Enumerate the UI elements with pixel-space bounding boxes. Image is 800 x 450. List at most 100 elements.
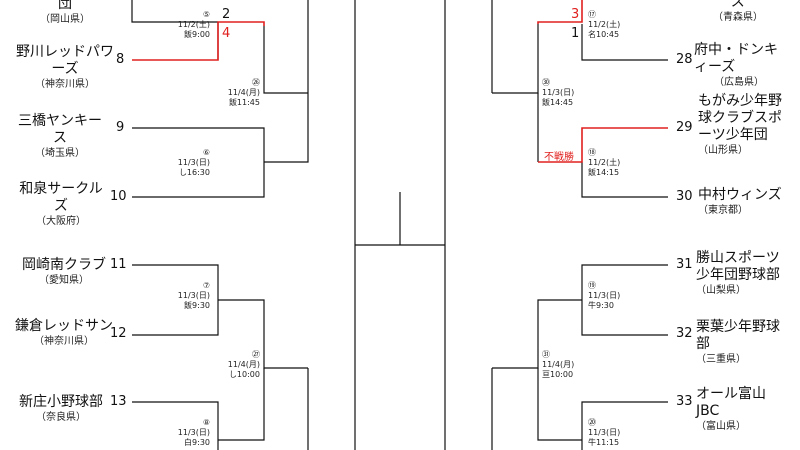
team-number: 32 (676, 326, 693, 341)
match-time: 亘10:00 (542, 370, 574, 379)
match-18-info: ⑱ 11/2(土) 飯14:15 (588, 148, 648, 178)
match-time: 名10:45 (588, 30, 620, 39)
match-number: ⑰ (588, 10, 596, 19)
match-number: ㉖ (252, 78, 260, 87)
match-number: ⑱ (588, 148, 596, 157)
line-m6-bottom (132, 162, 265, 198)
team-pref: （山梨県） (696, 285, 746, 296)
team-name: オール富山JBC (696, 386, 766, 419)
team-number: 29 (676, 120, 693, 135)
team-12: 鎌倉レッドサン （神奈川県） (14, 318, 114, 349)
team-name: 中村ウィンズ (698, 187, 782, 203)
match-17-info: ⑰ 11/2(土) 名10:45 (588, 10, 648, 40)
team-7: 団 （岡山県） (20, 0, 110, 27)
match-time: 飯9:00 (184, 30, 210, 39)
team-pref: （山形県） (698, 145, 748, 156)
team-27: ズ （青森県） (690, 0, 786, 25)
match-number: ⑦ (202, 281, 210, 290)
team-name: 勝山スポーツ少年団野球部 (696, 250, 780, 283)
match-31-info: ㉛ 11/4(月) 亘10:00 (542, 350, 602, 380)
match-27-info: ㉗ 11/4(月) し10:00 (206, 350, 260, 380)
team-9: 三橋ヤンキース （埼玉県） (14, 113, 106, 161)
team-name: 野川レッドパワーズ (16, 44, 114, 77)
team-pref: （神奈川県） (34, 336, 94, 347)
line-m26-vert (264, 0, 309, 163)
team-32: 栗葉少年野球部 （三重県） (696, 319, 786, 367)
m18-walkover-note: 不戦勝 (544, 152, 574, 163)
team-pref: （神奈川県） (35, 79, 95, 90)
match-7-info: ⑦ 11/3(日) 飯9:30 (160, 281, 210, 311)
match-19-info: ⑲ 11/3(日) 牛9:30 (588, 281, 648, 311)
team-33: オール富山JBC （富山県） (696, 386, 782, 434)
line-m5-top (131, 0, 218, 23)
line-m19-out (492, 299, 582, 369)
team-10: 和泉サークルズ （大阪府） (14, 181, 108, 229)
match-date: 11/3(日) (588, 428, 621, 437)
team-pref: （奈良県） (36, 412, 86, 423)
match-number: ㉛ (542, 350, 550, 359)
line-m8-out (218, 368, 265, 441)
match-date: 11/3(日) (177, 158, 210, 167)
line-m7-out (218, 299, 308, 369)
team-number: 10 (110, 189, 127, 204)
team-pref: （愛知県） (39, 275, 89, 286)
match-date: 11/3(日) (177, 291, 210, 300)
team-number: 28 (676, 52, 693, 67)
team-name: 栗葉少年野球部 (696, 319, 780, 352)
winner-line-m17b (537, 0, 583, 24)
line-m18-bottom (581, 162, 668, 198)
team-name: 新庄小野球部 (19, 394, 103, 410)
match-number: ⑧ (202, 418, 210, 427)
team-pref: （埼玉県） (35, 148, 85, 159)
match-date: 11/3(日) (542, 88, 575, 97)
winner-line-m18 (538, 127, 668, 163)
team-pref: （大阪府） (36, 216, 86, 227)
team-name: 団 (58, 0, 72, 12)
team-name: 和泉サークルズ (19, 181, 103, 214)
team-pref: （岡山県） (40, 14, 90, 25)
match-time: 牛9:30 (588, 301, 614, 310)
match-date: 11/4(月) (542, 360, 575, 369)
match-date: 11/2(土) (588, 158, 621, 167)
match-number: ⑥ (202, 148, 210, 157)
match-date: 11/3(日) (177, 428, 210, 437)
match-date: 11/3(日) (588, 291, 621, 300)
match-30-info: ㉚ 11/3(日) 飯14:45 (542, 78, 602, 108)
score-m5-bottom: 4 (222, 26, 231, 41)
team-number: 8 (116, 52, 125, 67)
line-m5-out (263, 26, 308, 94)
match-time: 白9:30 (184, 438, 210, 447)
line-m17-out (492, 24, 539, 94)
match-date: 11/4(月) (227, 88, 260, 97)
line-m6-top (132, 127, 265, 162)
line-m20-top (581, 401, 668, 450)
match-5-info: ⑤ 11/2(土) 飯9:00 (160, 10, 210, 40)
match-26-info: ㉖ 11/4(月) 飯11:45 (206, 78, 260, 108)
score-m17-top: 3 (571, 7, 580, 22)
team-31: 勝山スポーツ少年団野球部 （山梨県） (696, 250, 786, 298)
match-number: ⑳ (588, 418, 596, 427)
line-m20-out (537, 368, 582, 441)
team-name: 府中・ドンキィーズ (694, 42, 778, 75)
team-number: 30 (676, 189, 693, 204)
match-time: 飯14:15 (588, 168, 620, 177)
match-number: ⑤ (202, 10, 210, 19)
match-time: 牛11:15 (588, 438, 620, 447)
match-number: ⑲ (588, 281, 596, 290)
match-time: 飯9:30 (184, 301, 210, 310)
team-29: もがみ少年野球クラブスポーツ少年団 （山形県） (698, 93, 786, 158)
match-8-info: ⑧ 11/3(日) 白9:30 (160, 418, 210, 448)
team-number: 33 (676, 394, 693, 409)
team-number: 13 (110, 394, 127, 409)
team-13: 新庄小野球部 （奈良県） (14, 394, 108, 425)
match-number: ㉗ (252, 350, 260, 359)
team-pref: （富山県） (696, 421, 746, 432)
score-m5-top: 2 (222, 7, 231, 22)
line-m17-vert (581, 24, 668, 61)
team-30: 中村ウィンズ （東京都） (698, 187, 788, 218)
match-time: し10:00 (228, 370, 260, 379)
match-number: ㉚ (542, 78, 550, 87)
team-number: 12 (110, 326, 127, 341)
team-name: 鎌倉レッドサン (15, 318, 113, 334)
line-m8-top (132, 401, 219, 450)
